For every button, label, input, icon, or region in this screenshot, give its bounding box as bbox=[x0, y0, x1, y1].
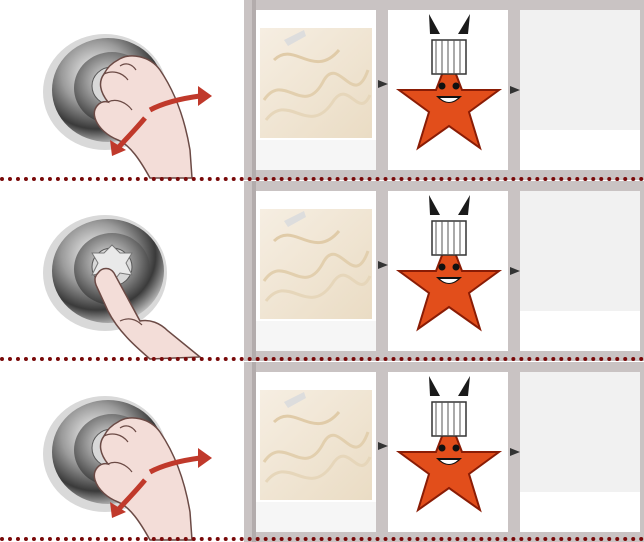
pasta-image bbox=[260, 209, 372, 319]
display-panel bbox=[244, 181, 644, 361]
pasta-image bbox=[260, 390, 372, 500]
pasta-image bbox=[260, 28, 372, 138]
knob-rotate-illustration bbox=[0, 0, 240, 180]
knob-press-illustration bbox=[0, 181, 240, 361]
step-rotate-1 bbox=[0, 0, 644, 180]
display-panel bbox=[244, 0, 644, 180]
dotted-divider bbox=[0, 537, 644, 541]
display-panel bbox=[244, 362, 644, 542]
knob-rotate-illustration bbox=[0, 362, 240, 542]
step-rotate-2 bbox=[0, 362, 644, 542]
dotted-divider bbox=[0, 357, 644, 361]
step-press bbox=[0, 181, 644, 361]
